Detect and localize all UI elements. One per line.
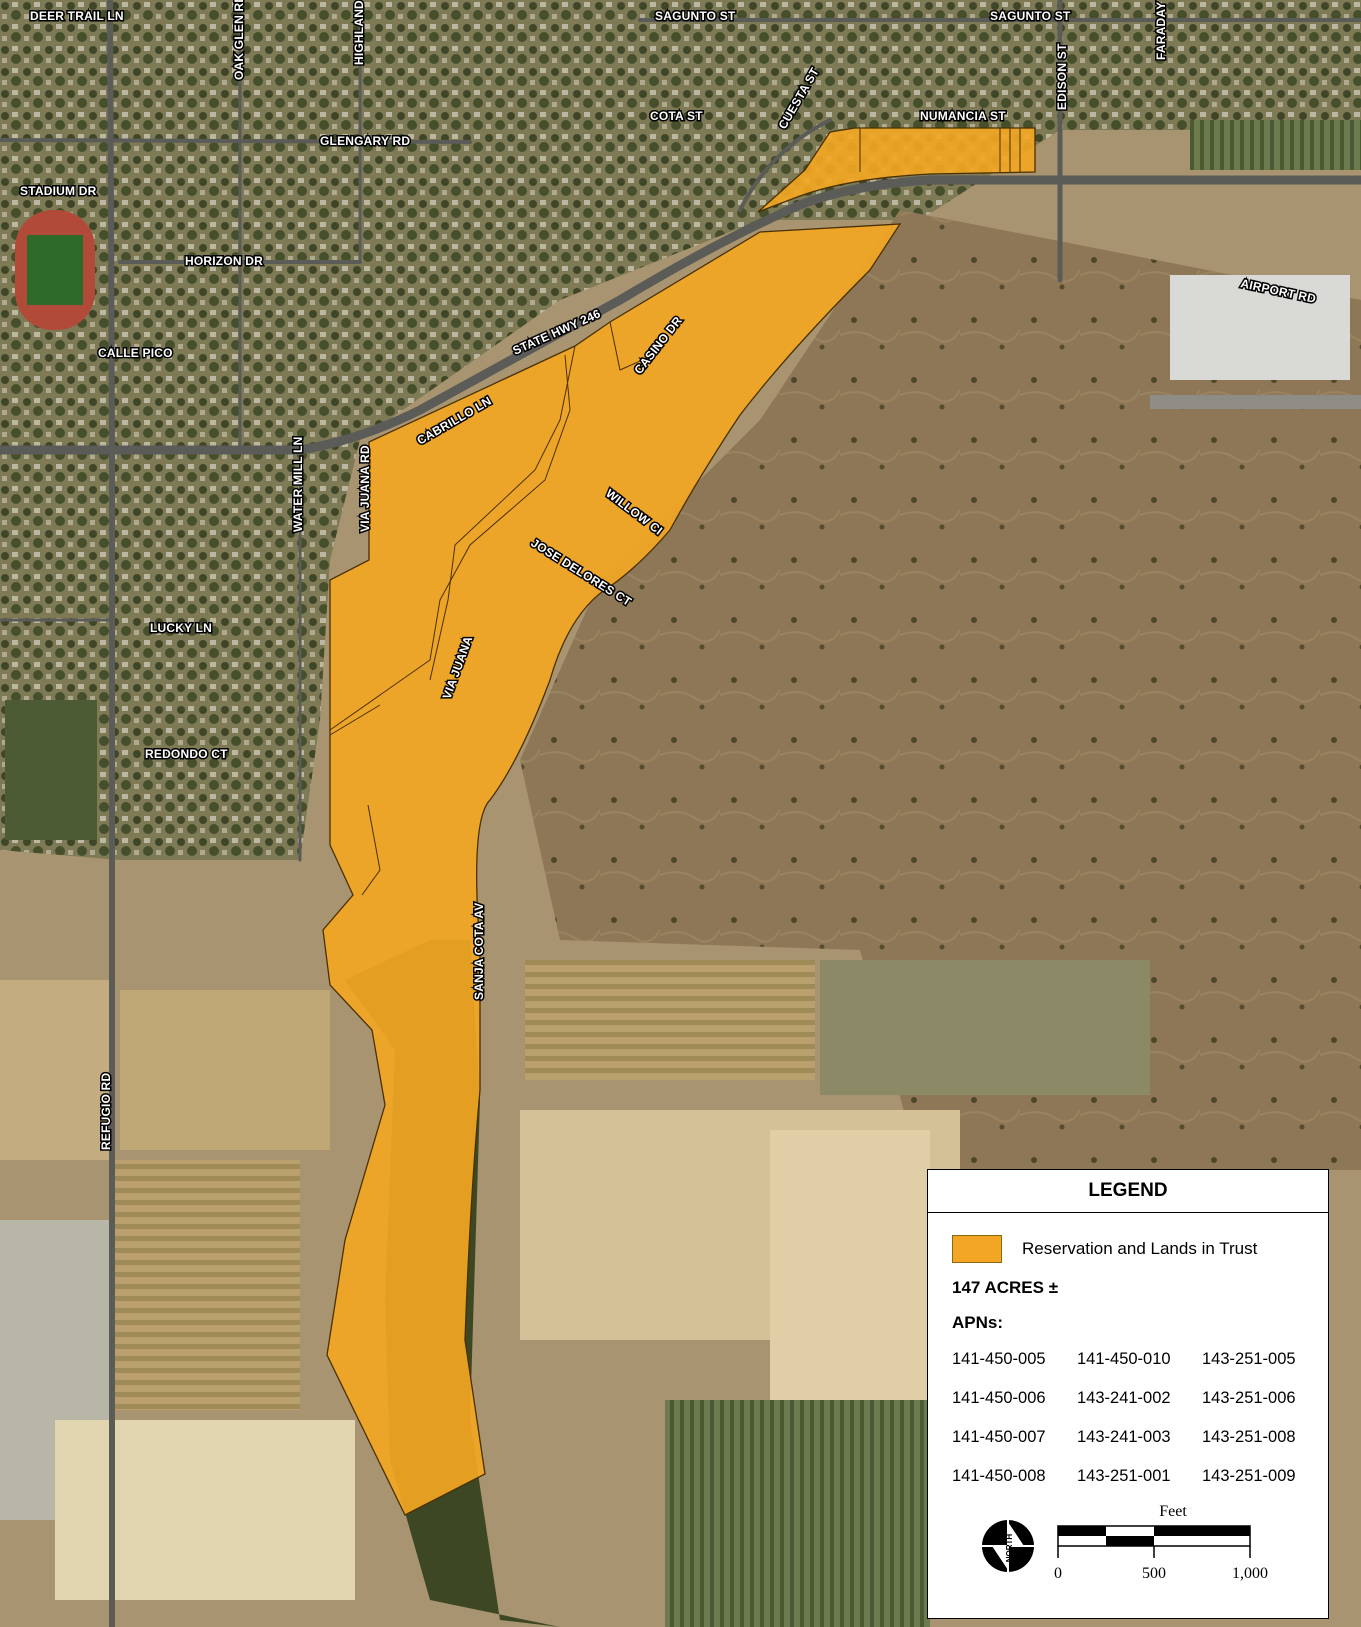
vineyard <box>5 700 97 840</box>
apn-entry: 141-450-010 <box>1077 1350 1171 1368</box>
road-label: CALLE PICO <box>98 346 173 360</box>
airport-hangars <box>1170 275 1350 380</box>
field <box>0 980 110 1160</box>
field <box>120 990 330 1150</box>
apn-entry: 143-251-005 <box>1202 1350 1296 1368</box>
scale-bar: Feet 0 500 1,000 <box>1054 1503 1268 1582</box>
road-label: SANJA COTA AV <box>472 903 486 1001</box>
north-label: NORTH <box>1005 1534 1014 1563</box>
road-label: HIGHLAND RD <box>352 0 366 65</box>
apn-entry: 141-450-005 <box>952 1350 1046 1368</box>
road-label: VIA JUANA RD <box>358 445 372 532</box>
field <box>770 1130 930 1400</box>
field <box>820 960 1150 1095</box>
trust-parcel-north[interactable] <box>757 127 1036 213</box>
apn-entry: 143-251-001 <box>1077 1467 1171 1485</box>
road-label: STADIUM DR <box>20 184 97 198</box>
apn-entry: 143-251-009 <box>1202 1467 1296 1485</box>
stadium-field <box>27 235 83 305</box>
apn-entry: 143-241-003 <box>1077 1428 1171 1446</box>
trust-parcel-main[interactable] <box>322 223 902 1516</box>
legend-apn-label: APNs: <box>952 1313 1004 1332</box>
road-label: SAGUNTO ST <box>990 9 1071 23</box>
road-label: WATER MILL LN <box>291 437 305 532</box>
legend-acres: 147 ACRES ± <box>952 1278 1059 1297</box>
farm-rows <box>1190 120 1361 170</box>
apn-entry: 143-251-008 <box>1202 1428 1296 1446</box>
road-label: LUCKY LN <box>150 621 212 635</box>
scale-unit: Feet <box>1159 1503 1187 1520</box>
apn-entry: 141-450-008 <box>952 1467 1046 1485</box>
apn-entry: 141-450-007 <box>952 1428 1046 1446</box>
road-label: COTA ST <box>650 109 703 123</box>
scale-tick-500: 500 <box>1142 1565 1166 1582</box>
urban-area <box>0 0 1361 860</box>
runway <box>1150 395 1361 409</box>
crop-field <box>525 960 815 1080</box>
apn-entry: 143-251-006 <box>1202 1389 1296 1407</box>
legend-title: LEGEND <box>928 1170 1328 1213</box>
trust-lands[interactable] <box>322 127 1036 1516</box>
crop-field <box>665 1400 930 1627</box>
scale-tick-1000: 1,000 <box>1232 1565 1268 1582</box>
crop-field <box>115 1160 300 1410</box>
apn-entry: 143-241-002 <box>1077 1389 1171 1407</box>
apn-list: 141-450-005 141-450-010 143-251-005 141-450… <box>952 1350 1327 1486</box>
road-label: DEER TRAIL LN <box>30 9 124 23</box>
hill-area <box>520 210 1361 1170</box>
road-label: NUMANCIA ST <box>920 109 1006 123</box>
road-label: GLENGARY RD <box>320 134 410 148</box>
road-label: SAGUNTO ST <box>655 9 736 23</box>
road-label: OAK GLEN RD <box>232 0 246 80</box>
legend-swatch-label: Reservation and Lands in Trust <box>1022 1239 1258 1258</box>
road-label: HORIZON DR <box>185 254 263 268</box>
road-label: REFUGIO RD <box>99 1073 113 1150</box>
north-arrow-icon: NORTH <box>982 1520 1034 1572</box>
road-label: REDONDO CT <box>145 747 228 761</box>
scale-tick-0: 0 <box>1054 1565 1062 1582</box>
legend-panel: LEGEND Reservation and Lands in Trust 14… <box>927 1169 1329 1619</box>
parcel-boundaries <box>329 128 1021 896</box>
apn-entry: 141-450-006 <box>952 1389 1046 1407</box>
field <box>55 1420 355 1600</box>
legend-swatch <box>952 1235 1002 1263</box>
legend-item-trust-lands: Reservation and Lands in Trust <box>952 1235 1257 1263</box>
road-label: FARADAY ST <box>1154 0 1168 60</box>
road-label: EDISON ST <box>1055 43 1069 110</box>
